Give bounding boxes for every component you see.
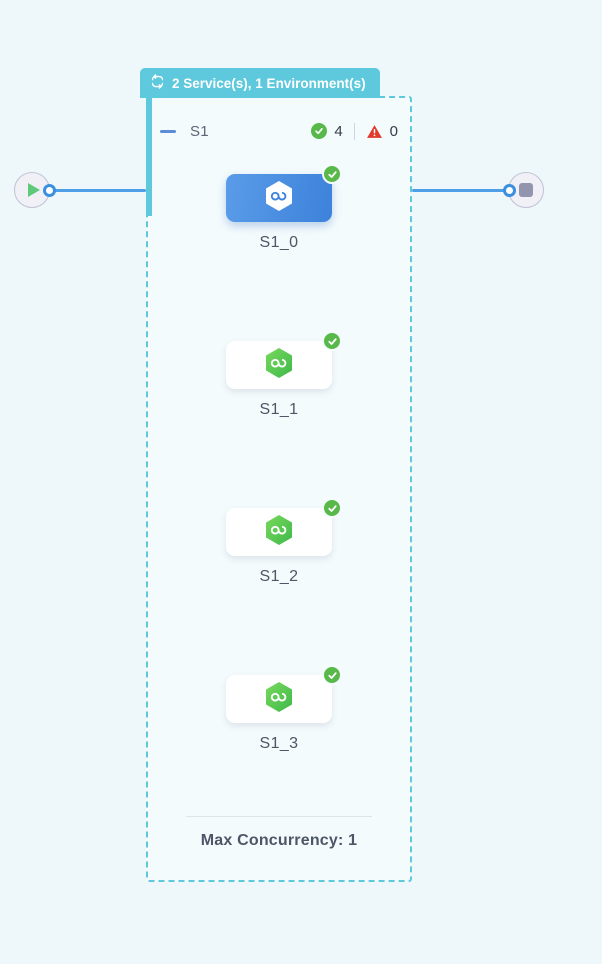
hexagon-infinity-icon <box>264 347 294 384</box>
check-circle-icon <box>311 123 328 139</box>
minus-icon[interactable] <box>160 129 176 133</box>
edge-group-to-end <box>412 189 512 192</box>
task-label: S1_2 <box>259 568 299 585</box>
cycle-icon <box>150 74 165 92</box>
task-card[interactable] <box>226 164 342 222</box>
service-status-group: 4 0 <box>311 122 398 140</box>
hexagon-infinity-icon <box>264 514 294 551</box>
error-count: 0 <box>389 122 398 140</box>
group-tab-header[interactable]: 2 Service(s), 1 Environment(s) <box>140 68 380 98</box>
task-label: S1_3 <box>259 735 299 752</box>
status-divider <box>353 122 355 140</box>
check-circle-icon <box>322 331 342 351</box>
task-card[interactable] <box>226 665 342 723</box>
success-count: 4 <box>334 122 343 140</box>
start-node-output-port[interactable] <box>43 184 56 197</box>
check-circle-icon <box>322 498 342 518</box>
group-left-rail <box>146 96 152 216</box>
check-circle-icon <box>322 164 342 184</box>
task-card[interactable] <box>226 498 342 556</box>
task-node[interactable]: S1_1 <box>226 331 342 419</box>
check-circle-icon <box>322 665 342 685</box>
edge-start-to-group <box>48 189 146 192</box>
task-label: S1_1 <box>259 401 299 418</box>
stop-icon <box>519 183 533 197</box>
group-tab-label: 2 Service(s), 1 Environment(s) <box>172 75 366 91</box>
max-concurrency-label: Max Concurrency: 1 <box>200 832 358 849</box>
service-name-label: S1 <box>190 122 209 140</box>
task-node[interactable]: S1_3 <box>226 665 342 753</box>
hexagon-infinity-icon <box>264 180 294 217</box>
end-node-input-port[interactable] <box>503 184 516 197</box>
warning-triangle-icon <box>366 123 383 140</box>
hexagon-infinity-icon <box>264 681 294 718</box>
task-label: S1_0 <box>259 234 299 251</box>
service-header-row[interactable]: S1 4 0 <box>160 118 398 144</box>
group-footer-divider <box>186 816 372 817</box>
task-node[interactable]: S1_2 <box>226 498 342 586</box>
task-node[interactable]: S1_0 <box>226 164 342 252</box>
service-group-container[interactable] <box>146 96 412 882</box>
play-icon <box>27 183 40 197</box>
task-card[interactable] <box>226 331 342 389</box>
